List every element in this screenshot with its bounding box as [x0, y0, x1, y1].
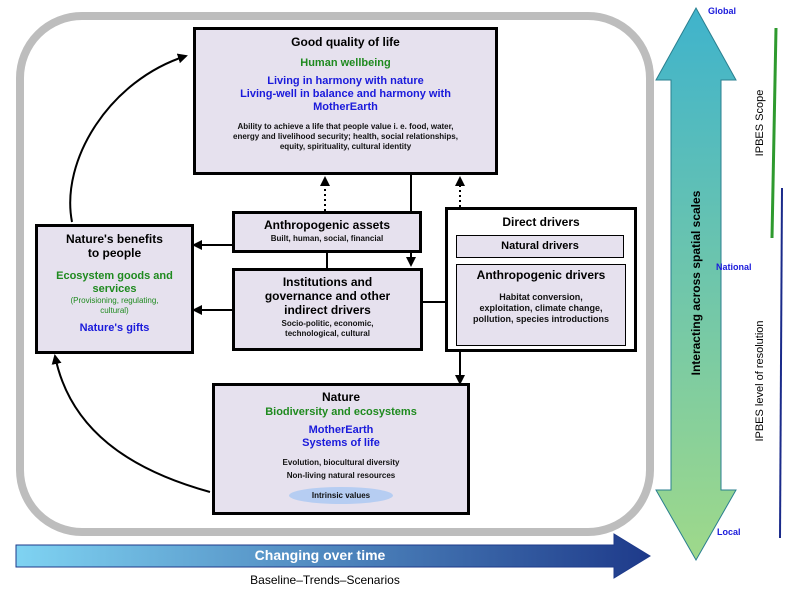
- direct-drivers-title: Direct drivers: [502, 215, 580, 229]
- changing-over-time-label: Changing over time: [254, 547, 386, 563]
- nature-box: Nature Biodiversity and ecosystems Mothe…: [212, 383, 470, 515]
- mother-earth-label: MotherEarth: [313, 101, 378, 113]
- intrinsic-values-pill: Intrinsic values: [289, 487, 393, 504]
- benefits-box: Nature's benefits to people Ecosystem go…: [35, 224, 194, 354]
- biodiversity-label: Biodiversity and ecosystems: [265, 406, 417, 418]
- global-label: Global: [708, 6, 737, 16]
- quality-of-life-title: Good quality of life: [291, 35, 400, 49]
- time-arrow: [15, 533, 651, 579]
- natural-drivers-label: Natural drivers: [501, 240, 579, 252]
- national-label: National: [716, 262, 752, 272]
- nature-desc-2: Non-living natural resources: [286, 471, 396, 480]
- anthropogenic-drivers-desc-3: pollution, species introductions: [472, 314, 609, 324]
- institutions-desc-2: technological, cultural: [285, 329, 370, 338]
- intrinsic-values-label: Intrinsic values: [311, 491, 371, 500]
- living-well-label: Living-well in balance and harmony with: [240, 88, 451, 100]
- benefits-title-1: Nature's benefits: [66, 232, 163, 246]
- anthropogenic-drivers-desc-1: Habitat conversion,: [499, 292, 583, 302]
- qol-desc-3: equity, spirituality, cultural identity: [279, 142, 412, 151]
- institutions-title-1: Institutions and: [282, 275, 373, 289]
- benefits-note-2: cultural): [100, 306, 129, 315]
- resolution-line: [779, 187, 783, 539]
- quality-of-life-box: Good quality of life Human wellbeing Liv…: [193, 27, 498, 175]
- anthropogenic-assets-box: Anthropogenic assets Built, human, socia…: [232, 211, 422, 253]
- baseline-trends-label: Baseline–Trends–Scenarios: [250, 573, 400, 587]
- scope-line: [770, 27, 778, 239]
- nature-mother-earth-label: MotherEarth: [308, 424, 374, 436]
- qol-desc-2: energy and livelihood security; health, …: [233, 132, 458, 141]
- institutions-title-2: governance and other: [264, 289, 391, 303]
- natural-drivers-box: Natural drivers: [456, 235, 624, 258]
- institutions-desc-1: Socio-politic, economic,: [281, 319, 374, 328]
- anthropogenic-drivers-desc-2: exploitation, climate change,: [479, 303, 603, 313]
- nature-desc-1: Evolution, biocultural diversity: [282, 458, 400, 467]
- benefits-note-1: (Provisioning, regulating,: [70, 296, 159, 305]
- local-label: Local: [717, 527, 741, 537]
- institutions-box: Institutions and governance and other in…: [232, 268, 423, 351]
- ecosystem-services-label: services: [92, 283, 137, 295]
- spatial-arrow: [655, 6, 737, 562]
- natures-gifts-label: Nature's gifts: [79, 322, 150, 334]
- anthropogenic-drivers-title: Anthropogenic drivers: [476, 268, 606, 282]
- systems-of-life-label: Systems of life: [302, 437, 380, 449]
- assets-desc: Built, human, social, financial: [270, 234, 384, 243]
- direct-drivers-box: Direct drivers Natural drivers Anthropog…: [445, 207, 637, 352]
- benefits-title-2: to people: [87, 246, 142, 260]
- nature-title: Nature: [321, 390, 360, 404]
- anthropogenic-drivers-box: Anthropogenic drivers Habitat conversion…: [456, 264, 626, 346]
- curve-arrow-top: [69, 53, 188, 223]
- assets-title: Anthropogenic assets: [263, 218, 391, 232]
- qol-desc-1: Ability to achieve a life that people va…: [237, 122, 454, 131]
- institutions-title-3: indirect drivers: [284, 303, 371, 317]
- living-harmony-label: Living in harmony with nature: [267, 75, 424, 87]
- ipbes-scope-label: IPBES Scope: [754, 89, 766, 157]
- interacting-scales-label: Interacting across spatial scales: [689, 190, 703, 376]
- ecosystem-goods-label: Ecosystem goods and: [56, 270, 173, 282]
- curve-arrow-bottom: [51, 354, 211, 493]
- ipbes-resolution-label: IPBES level of resolution: [754, 320, 766, 442]
- human-wellbeing-label: Human wellbeing: [300, 57, 391, 69]
